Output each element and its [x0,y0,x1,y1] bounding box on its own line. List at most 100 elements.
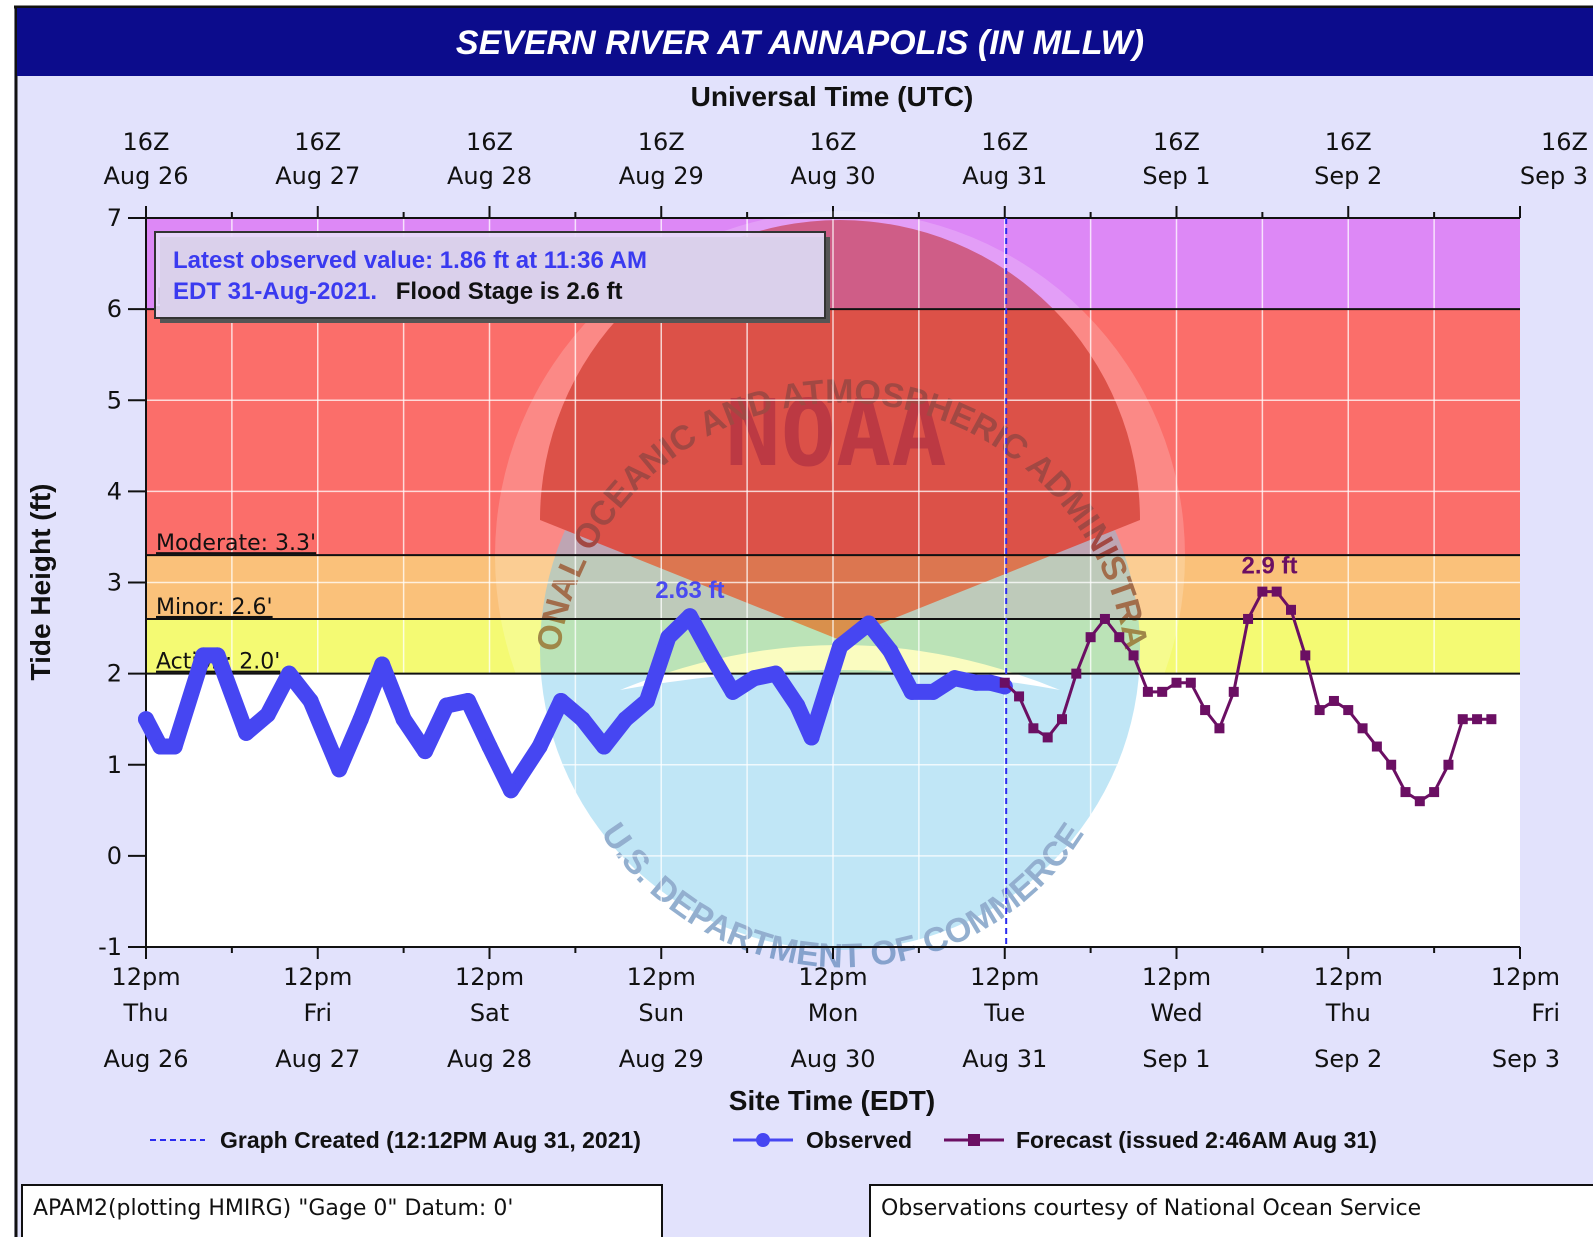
observed-point [281,665,298,682]
forecast-point [1314,705,1325,716]
top-tick-date: Aug 28 [447,162,532,190]
forecast-point [1371,741,1382,752]
y-tick-label: -1 [98,933,122,961]
bottom-tick-time: 12pm [798,963,867,991]
forecast-point [1243,613,1254,624]
bottom-tick-date: Sep 3 [1492,1045,1560,1073]
bottom-tick-day: Thu [122,999,168,1027]
top-tick-date: Sep 2 [1314,162,1382,190]
legend-forecast-marker [968,1134,980,1146]
bottom-tick-date: Aug 27 [275,1045,360,1073]
top-tick-hour: 16Z [466,128,513,156]
top-axis-title: Universal Time (UTC) [691,81,974,112]
observed-point [803,729,820,746]
forecast-series [999,586,1497,807]
top-tick-hour: 16Z [1153,128,1200,156]
observed-point [724,683,741,700]
observed-point [703,647,720,664]
observed-point [681,608,698,625]
observed-point [946,670,963,687]
observed-point [574,711,591,728]
observed-point [746,670,763,687]
top-tick-hour: 16Z [294,128,341,156]
forecast-point [1099,613,1110,624]
moderate-stage-label: Moderate: 3.3' [156,531,316,556]
legend-graph-created-label: Graph Created (12:12PM Aug 31, 2021) [220,1127,641,1153]
observed-point [596,738,612,755]
y-tick-label: 2 [107,660,122,688]
top-tick-hour: 16Z [810,128,857,156]
y-tick-label: 4 [107,477,122,505]
observed-point [617,711,634,728]
info-line-1: Latest observed value: 1.86 ft at 11:36 … [173,247,647,274]
top-tick-date: Sep 1 [1142,162,1210,190]
forecast-point [999,677,1010,688]
forecast-point [1142,686,1153,697]
observed-point [553,692,570,709]
observed-point [767,665,784,682]
bottom-tick-date: Aug 29 [619,1045,704,1073]
peak-annotations: 2.63 ft2.9 ft [655,553,1297,605]
forecast-point [1429,787,1440,798]
minor-stage-label: Minor: 2.6' [156,595,273,620]
observed-point [166,738,183,755]
forecast-point [1128,650,1139,661]
y-tick-label: 5 [107,386,122,414]
peak-annotation: 2.9 ft [1242,553,1298,580]
forecast-point [1443,759,1454,770]
bottom-tick-time: 12pm [1142,963,1211,991]
observed-point [195,647,212,664]
top-tick-hour: 16Z [981,128,1028,156]
bottom-tick-date: Aug 26 [103,1045,188,1073]
footer-right-text: Observations courtesy of National Ocean … [881,1196,1421,1221]
forecast-point [1042,732,1053,743]
bottom-tick-day: Fri [1531,999,1560,1027]
forecast-point [1114,632,1125,643]
bottom-tick-date: Sep 2 [1314,1045,1382,1073]
observed-point [352,711,369,728]
observed-point [925,683,942,700]
forecast-point [1214,723,1225,734]
observed-point [832,638,849,655]
forecast-point [1357,723,1368,734]
top-tick-hour: 16Z [123,128,170,156]
top-tick-date: Aug 31 [962,162,1047,190]
watermark-center-text: NOAA [725,380,947,487]
legend-forecast-label: Forecast (issued 2:46AM Aug 31) [1016,1127,1377,1153]
observed-point [660,629,677,646]
forecast-point [1171,677,1182,688]
observed-point [259,706,276,723]
bottom-tick-time: 12pm [627,963,696,991]
y-tick-label: 3 [107,569,122,597]
info-line-2-flood-stage: Flood Stage is 2.6 ft [396,278,623,305]
x-axis-title: Site Time (EDT) [729,1085,935,1116]
bottom-tick-time: 12pm [455,963,524,991]
bottom-tick-day: Wed [1150,999,1202,1027]
y-tick-label: 6 [107,295,122,323]
forecast-point [1386,759,1397,770]
legend-observed-label: Observed [806,1127,912,1153]
footer-left-box [21,1184,663,1237]
bottom-tick-day: Mon [808,999,859,1027]
forecast-point [1300,650,1311,661]
bottom-tick-date: Aug 28 [447,1045,532,1073]
observed-point [138,711,154,728]
forecast-point [1343,705,1354,716]
bottom-tick-day: Sun [638,999,684,1027]
forecast-point [1286,604,1296,615]
observed-point [395,711,412,728]
top-tick-date: Aug 26 [103,162,188,190]
top-tick-hour: 16Z [1541,128,1588,156]
footer-left-text: APAM2(plotting HMIRG) "Gage 0" Datum: 0' [33,1196,513,1221]
info-box [154,231,826,319]
observed-point [374,656,391,673]
forecast-point [1157,686,1168,697]
observed-point [789,697,806,714]
latest-value-box: Latest observed value: 1.86 ft at 11:36 … [154,231,830,323]
observed-point [860,615,877,632]
observed-point [438,697,455,714]
forecast-point [1057,714,1067,725]
bottom-tick-date: Aug 30 [790,1045,875,1073]
y-axis-title: Tide Height (ft) [25,483,56,680]
